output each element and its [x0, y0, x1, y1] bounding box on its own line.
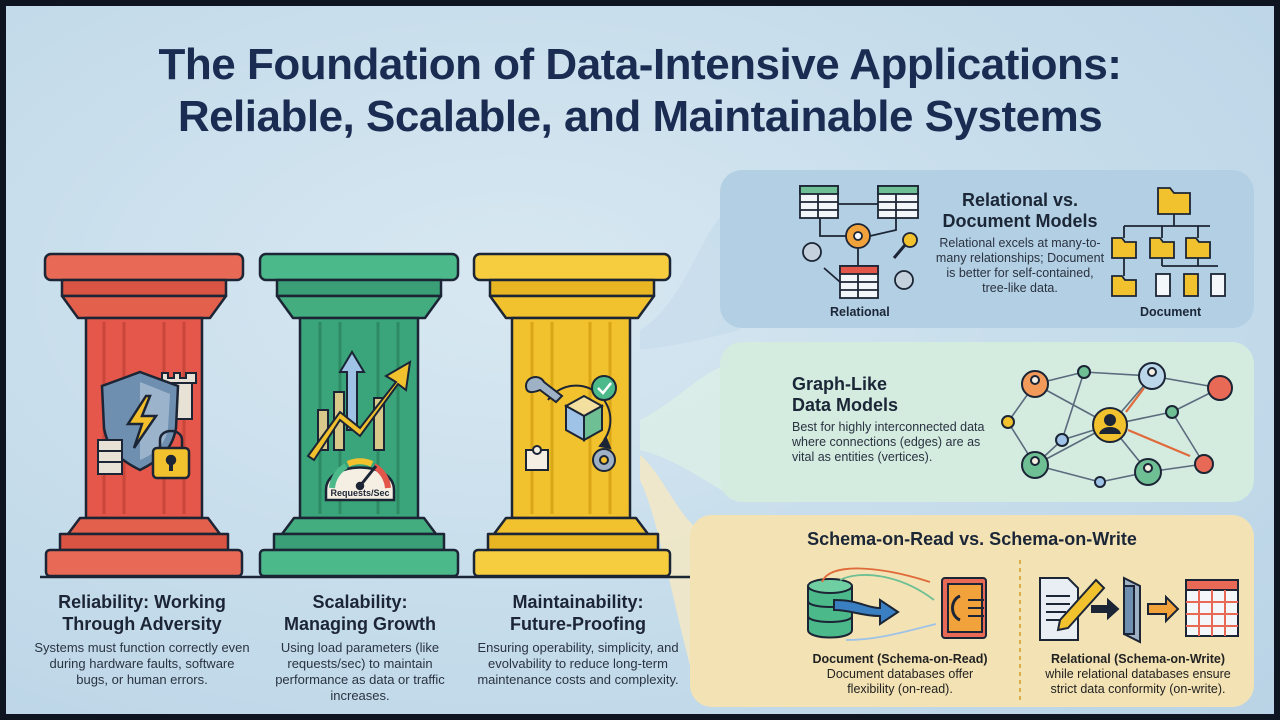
growth-arrow-icon	[306, 350, 412, 462]
node-icon	[1001, 415, 1015, 429]
table-icon	[799, 185, 839, 219]
document-icon	[1183, 273, 1199, 297]
node-icon	[1207, 375, 1233, 401]
gear-icon	[894, 270, 914, 290]
panel1-body: Relational excels at many-to-many relati…	[935, 236, 1105, 295]
check-icon	[591, 375, 617, 401]
gauge-label: Requests/Sec	[330, 488, 390, 498]
puzzle-icon	[525, 445, 549, 471]
arrow-icon	[1147, 594, 1180, 624]
gauge-icon	[324, 458, 396, 502]
node-icon	[1165, 405, 1179, 419]
table-icon	[877, 185, 919, 219]
page-title-line1: The Foundation of Data-Intensive Applica…	[158, 40, 1122, 89]
document-icon	[1210, 273, 1226, 297]
node-icon	[1094, 476, 1106, 488]
folder-icon	[1149, 237, 1175, 259]
arrow-icon	[1091, 597, 1120, 621]
label-document: Document	[1140, 305, 1202, 319]
node-icon	[1194, 454, 1214, 474]
book-icon	[941, 577, 987, 639]
node-icon	[1055, 433, 1069, 447]
folder-icon	[1111, 275, 1137, 297]
gear-icon	[592, 448, 616, 472]
folder-icon	[1111, 237, 1137, 259]
schema-left-caption: Document (Schema-on-Read) Document datab…	[812, 652, 988, 696]
gear-icon	[802, 242, 822, 262]
wrench-icon	[524, 376, 564, 404]
database-icon	[807, 578, 853, 639]
panel-graph-models	[720, 342, 1254, 502]
maintainability-icons	[524, 375, 617, 472]
caption-heading: Maintainability:Future-Proofing	[510, 592, 646, 634]
schema-right-caption: Relational (Schema-on-Write) while relat…	[1045, 652, 1231, 696]
pencil-icon	[1056, 578, 1106, 632]
gate-icon	[1123, 576, 1141, 644]
caption-scalability: Scalability:Managing Growth Using load p…	[250, 591, 470, 704]
cube-icon	[563, 394, 605, 442]
pencil-document-icon	[1039, 577, 1106, 641]
key-icon	[892, 232, 918, 259]
label-relational: Relational	[830, 305, 890, 319]
folder-icon	[1185, 237, 1211, 259]
padlock-icon	[151, 429, 191, 480]
document-icon	[1155, 273, 1171, 297]
brick-wall-icon	[97, 439, 123, 475]
arrow-icon	[833, 598, 900, 626]
caption-body: Using load parameters (like requests/sec…	[275, 640, 445, 703]
folder-tree	[1111, 187, 1226, 297]
caption-body: Systems must function correctly even dur…	[34, 640, 250, 687]
caption-maintainability: Maintainability:Future-Proofing Ensuring…	[468, 591, 688, 688]
caption-body: Ensuring operability, simplicity, and ev…	[477, 640, 679, 687]
folder-icon	[1157, 187, 1191, 215]
caption-heading: Scalability:Managing Growth	[284, 592, 436, 634]
table-icon	[839, 265, 879, 299]
panel2-body: Best for highly interconnected data wher…	[792, 420, 985, 464]
table-icon	[1185, 579, 1239, 637]
panel1-heading: Relational vs.Document Models	[942, 190, 1098, 231]
panel3-heading: Schema-on-Read vs. Schema-on-Write	[807, 529, 1137, 549]
page-title-line2: Reliable, Scalable, and Maintainable Sys…	[177, 92, 1103, 141]
node-icon	[1077, 365, 1091, 379]
